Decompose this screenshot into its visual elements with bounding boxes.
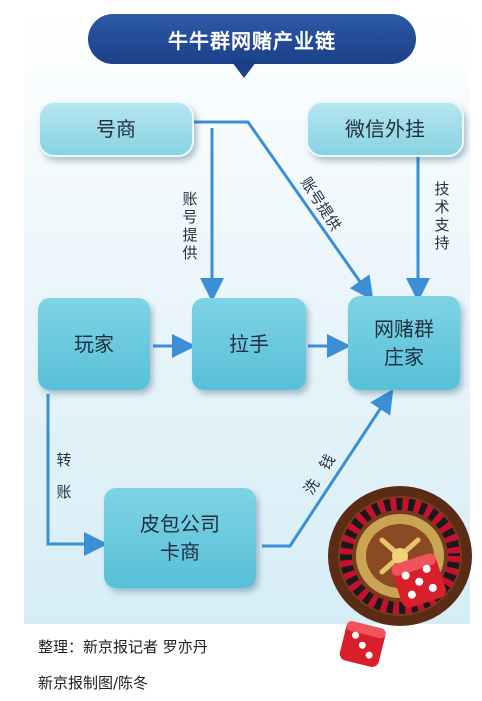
- node-kashang-label-line1: 皮包公司: [140, 512, 220, 536]
- node-haoshang-label: 号商: [96, 117, 136, 141]
- diagram-title: 牛牛群网赌产业链: [88, 14, 416, 64]
- node-kashang: 皮包公司 卡商: [104, 488, 256, 588]
- arrow-kashang-to-zhuangjia: [262, 388, 394, 548]
- label-tech-support: 技术支持: [434, 180, 450, 252]
- node-lashou-label: 拉手: [229, 332, 269, 356]
- credit-compiled-by: 整理：新京报记者 罗亦丹: [38, 638, 208, 656]
- title-pointer: [232, 62, 256, 78]
- node-wanjia: 玩家: [38, 298, 150, 390]
- label-account-provision-vertical: 账号提供: [182, 190, 198, 262]
- dice-large-icon: [391, 553, 446, 608]
- node-lashou: 拉手: [192, 298, 306, 390]
- node-wanjia-label: 玩家: [74, 332, 114, 356]
- node-waigua: 微信外挂: [306, 101, 464, 157]
- node-zhuangjia-label-line1: 网赌群: [374, 317, 434, 341]
- node-zhuangjia-label-line2: 庄家: [384, 345, 424, 369]
- arrow-haoshang-to-zhuangjia: [194, 120, 374, 301]
- node-zhuangjia: 网赌群 庄家: [348, 296, 460, 390]
- node-waigua-label: 微信外挂: [345, 117, 425, 141]
- dice-small-icon: [339, 621, 386, 668]
- roulette-dice-illustration: [328, 486, 472, 668]
- arrow-wanjia-to-kashang: [46, 394, 108, 556]
- credit-graphics-by: 新京报制图/陈冬: [38, 674, 149, 692]
- label-transfer: 转账: [56, 451, 72, 501]
- node-kashang-label-line2: 卡商: [160, 540, 200, 564]
- node-haoshang: 号商: [38, 101, 194, 157]
